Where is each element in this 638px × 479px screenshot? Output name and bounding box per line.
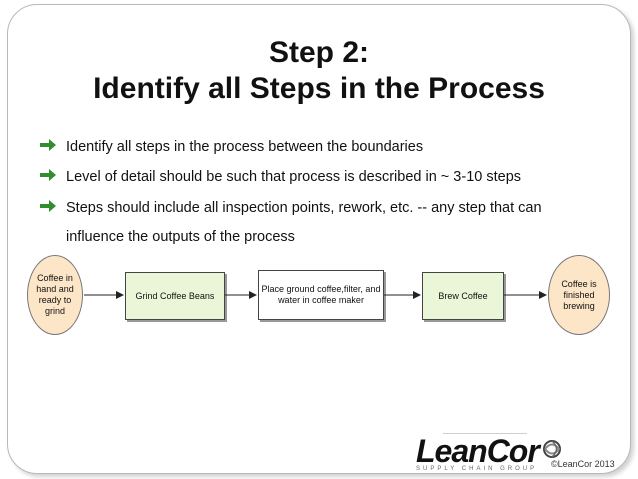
- right-arrow-icon: [40, 200, 56, 216]
- bullet-2: Level of detail should be such that proc…: [40, 169, 521, 185]
- flow-step-place: Place ground coffee,filter, and water in…: [258, 270, 384, 320]
- flow-end-label: Coffee is finished brewing: [561, 278, 597, 311]
- bullet-3-text: Steps should include all inspection poin…: [66, 200, 542, 216]
- slide-title-line1: Step 2:: [268, 36, 370, 69]
- logo-subtitle: SUPPLY CHAIN GROUP: [416, 466, 538, 472]
- right-arrow-icon: [40, 139, 56, 155]
- flow-start-node: Coffee in hand and ready to grind: [27, 255, 83, 335]
- bullet-1: Identify all steps in the process betwee…: [40, 139, 423, 155]
- bullet-3: Steps should include all inspection poin…: [40, 200, 542, 216]
- flow-step-grind: Grind Coffee Beans: [125, 272, 225, 320]
- logo-knot-icon: [541, 438, 563, 465]
- slide-title-line2: Identify all Steps in the Process: [93, 72, 545, 105]
- flow-start-label: Coffee in hand and ready to grind: [36, 273, 74, 316]
- flow-step-brew: Brew Coffee: [422, 272, 504, 320]
- flow-step-brew-label: Brew Coffee: [438, 290, 488, 301]
- slide-frame: [7, 4, 631, 474]
- copyright-text: ©LeanCor 2013: [551, 459, 615, 469]
- flow-end-node: Coffee is finished brewing: [548, 255, 610, 335]
- right-arrow-icon: [40, 169, 56, 185]
- flow-step-place-label: Place ground coffee,filter, and water in…: [261, 284, 381, 305]
- logo-text: LeanCor: [416, 433, 540, 469]
- leancor-logo: LeanCor SUPPLY CHAIN GROUP: [416, 433, 563, 472]
- bullet-3-continuation: influence the outputs of the process: [66, 229, 295, 245]
- bullet-1-text: Identify all steps in the process betwee…: [66, 139, 424, 155]
- logo-divider: [443, 433, 527, 434]
- bullet-2-text: Level of detail should be such that proc…: [66, 169, 522, 185]
- flow-step-grind-label: Grind Coffee Beans: [135, 290, 215, 301]
